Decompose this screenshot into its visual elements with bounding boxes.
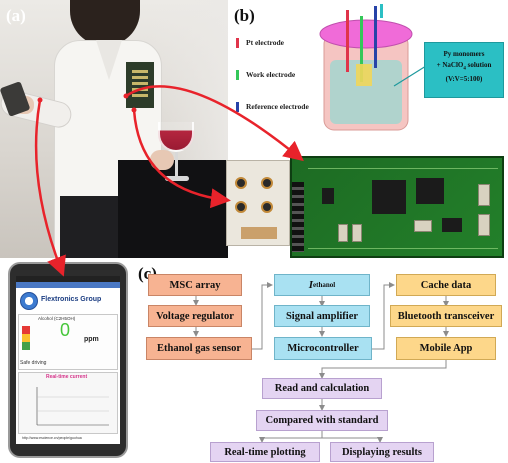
wearable-sensor-badge xyxy=(126,62,154,108)
reading-unit: ppm xyxy=(84,336,99,343)
bluetooth-transceiver-box: Bluetooth transceiver xyxy=(390,305,502,327)
phone-app-bar xyxy=(16,282,120,288)
signal-amplifier-box: Signal amplifier xyxy=(274,305,370,327)
wine-glass-bowl xyxy=(158,122,194,152)
displaying-results-box: Displaying results xyxy=(330,442,434,462)
circuit-board xyxy=(290,156,504,258)
work-electrode-label: Work electrode xyxy=(246,70,296,79)
reference-electrode-label: Reference electrode xyxy=(246,102,309,111)
pcb-trace xyxy=(308,248,498,249)
level-indicator xyxy=(22,326,30,350)
read-calculation-box: Read and calculation xyxy=(262,378,382,399)
work-electrode-swatch xyxy=(236,70,239,80)
sensor-chip-photo xyxy=(226,160,290,246)
electrochemical-cell xyxy=(319,4,413,131)
pcb-trace xyxy=(308,168,498,169)
level-high xyxy=(22,326,30,334)
solution-line-3: (V:V=5:100) xyxy=(445,75,483,84)
company-logo-icon xyxy=(20,292,38,310)
level-mid xyxy=(22,334,30,342)
electrode-pad xyxy=(235,177,247,189)
capacitor xyxy=(478,184,490,206)
electrode-pad xyxy=(261,201,273,213)
bluetooth-chip xyxy=(416,178,444,204)
pin-header xyxy=(292,182,304,252)
mobile-app-box: Mobile App xyxy=(396,337,496,360)
capacitor xyxy=(414,220,432,232)
regulator-chip xyxy=(322,188,334,204)
cell-pointer-line xyxy=(393,65,427,87)
reading-card xyxy=(18,314,118,370)
solution-line-1: Py monomers xyxy=(443,50,485,58)
wine-glass-stem xyxy=(175,152,178,178)
cache-data-box: Cache data xyxy=(396,274,496,296)
chip-contact xyxy=(241,227,277,239)
company-name: Flextronics Group xyxy=(41,296,102,303)
level-low xyxy=(22,342,30,350)
microcontroller-chip xyxy=(372,180,406,214)
phone-status-bar xyxy=(16,276,120,282)
current-graph-axes xyxy=(36,387,109,426)
arrow-to-phone xyxy=(34,99,66,277)
microcontroller-box: Microcontroller xyxy=(274,337,372,360)
current-graph xyxy=(18,372,118,434)
panel-label-b: (b) xyxy=(234,6,255,25)
phone-screen: Flextronics Group Alcohol (C2H5OH) 0 ppm… xyxy=(16,276,120,444)
app-url: http://www.escience.cn/people/guohua xyxy=(22,436,82,440)
wearer-photo xyxy=(0,0,228,258)
amplifier-chip xyxy=(442,218,462,232)
arrow-to-chip xyxy=(132,109,231,209)
solution-note: Py monomers + NaClO4 solution (V:V=5:100… xyxy=(424,42,504,98)
capacitor xyxy=(352,224,362,242)
panel-label-a: (a) xyxy=(6,6,26,25)
reference-electrode-swatch xyxy=(236,102,239,112)
electrode-pad xyxy=(235,201,247,213)
ethanol-gas-sensor-box: Ethanol gas sensor xyxy=(146,337,252,360)
electrode-pad xyxy=(261,177,273,189)
capacitor xyxy=(338,224,348,242)
wine-glass-foot xyxy=(165,176,189,181)
voltage-regulator-box: Voltage regulator xyxy=(148,305,242,327)
solution-line-2: + NaClO4 solution xyxy=(436,61,492,72)
right-hand xyxy=(150,150,174,170)
graph-title: Real-time current xyxy=(46,374,88,380)
ethanol-reading: 0 xyxy=(60,320,71,340)
smartphone: Flextronics Group Alcohol (C2H5OH) 0 ppm… xyxy=(8,262,128,458)
pt-electrode-label: Pt electrode xyxy=(246,38,284,47)
driving-status: Safe driving xyxy=(20,360,47,366)
msc-array-box: MSC array xyxy=(148,274,242,296)
realtime-plotting-box: Real-time plotting xyxy=(210,442,320,462)
sensor-label: Alcohol (C2H5OH) xyxy=(38,316,76,321)
arrow-to-pcb xyxy=(125,85,304,162)
capacitor xyxy=(478,214,490,236)
compare-standard-box: Compared with standard xyxy=(256,410,388,431)
pt-electrode-swatch xyxy=(236,38,239,48)
